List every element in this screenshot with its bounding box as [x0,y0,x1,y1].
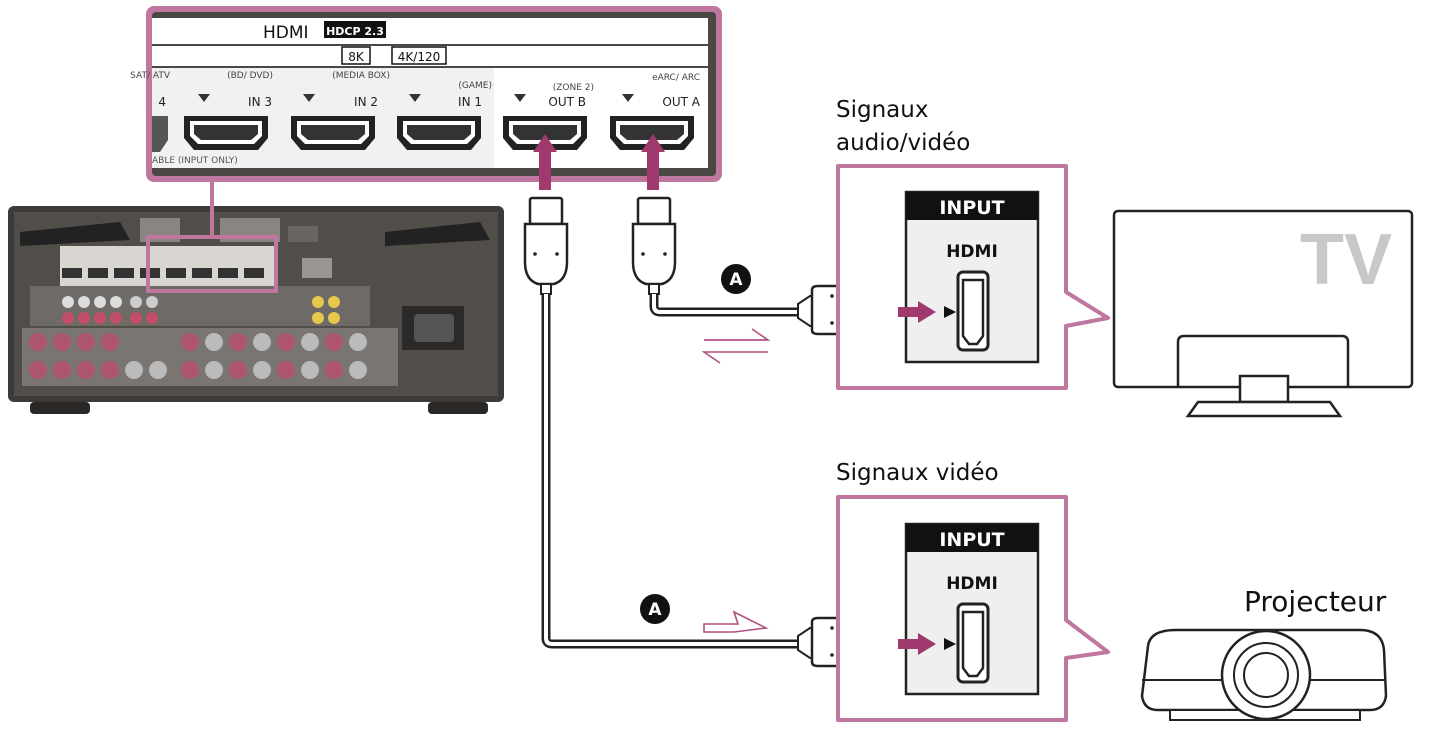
cable-a-badge [721,264,751,294]
port-name-label: IN 1 [458,95,482,109]
projector-label: Projecteur [1244,585,1387,618]
hdcp-badge: HDCP 2.3 [326,25,384,38]
projector-signal-caption: Signaux vidéo [836,460,999,486]
port-name-label: IN 2 [354,95,378,109]
projector-icon [1140,628,1388,721]
port-sub-label: SAT/ ATV [130,71,171,81]
tv-input-callout [836,164,1110,390]
port-name-label: OUT A [662,95,700,109]
hdmi-port-in2 [291,116,375,150]
cable-out-b [523,134,800,649]
cable-a-label: A [648,600,662,620]
cable-a-label: A [729,270,743,290]
tv-input-header: INPUT [939,197,1004,219]
tv-input-hdmi-label: HDMI [946,242,998,262]
badge-4k120: 4K/120 [398,50,440,64]
tv-signal-caption-line1: Signaux [836,97,928,123]
tv-signal-caption-line2: audio/vidéo [836,130,970,156]
port-sub-label: (ZONE 2) [553,83,594,93]
projector-input-header: INPUT [939,529,1004,551]
port-name-label: OUT B [548,95,586,109]
badge-8k: 8K [348,50,365,64]
port-sub-label: (MEDIA BOX) [332,71,390,81]
av-receiver [8,206,504,414]
port-name-label: 4 [158,95,166,109]
one-way-signal-arrow [703,610,769,633]
cable-out-a [631,134,800,317]
panel-footer: ABLE (INPUT ONLY) [152,156,238,166]
tv-label: TV [1300,220,1392,300]
hdmi-port-in1 [397,116,481,150]
projector-input-hdmi-label: HDMI [946,574,998,594]
projector-input-callout [836,495,1110,722]
hdmi-port-in4 [152,116,168,152]
bidirectional-signal-arrow [701,328,771,364]
port-sub-label: eARC/ ARC [652,73,700,83]
hdmi-panel [146,6,722,182]
port-name-label: IN 3 [248,95,272,109]
cable-a-badge [640,594,670,624]
hdmi-port-in3 [184,116,268,150]
port-sub-label: (BD/ DVD) [227,71,273,81]
tv-icon [1112,209,1414,418]
port-sub-label: (GAME) [458,81,492,91]
hdmi-title: HDMI [263,23,309,43]
